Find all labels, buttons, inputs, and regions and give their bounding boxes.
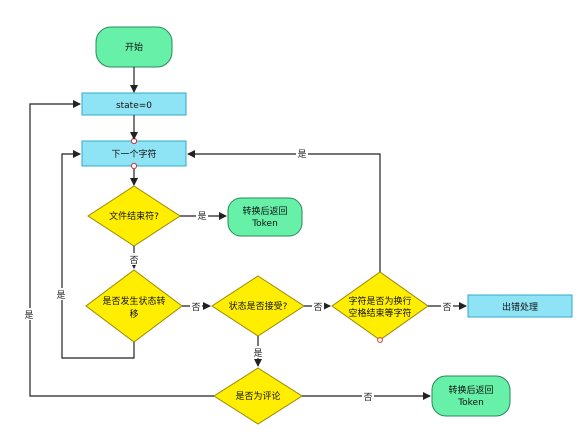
convert-return-2-line1: 转换后返回: [448, 384, 493, 396]
edge-label-accept-no: 否: [313, 302, 322, 313]
error-node: 出错处理: [467, 294, 573, 318]
start-node: 开始: [95, 26, 173, 68]
char-check-line1: 字符是否为换行: [348, 295, 411, 307]
is-comment-label: 是否为评论: [235, 390, 280, 402]
state-accept-label: 状态是否接受?: [229, 300, 288, 312]
edge-comment-yes: [29, 100, 214, 397]
state-transition-line1: 是否发生状态转: [102, 295, 165, 307]
is-comment-decision: 是否为评论: [213, 367, 303, 425]
start-label: 开始: [125, 41, 143, 53]
state-transition-decision: 是否发生状态转 移: [85, 269, 183, 343]
state-accept-decision: 状态是否接受?: [211, 275, 305, 337]
convert-return-1-line2: Token: [251, 219, 278, 229]
edge-label-comment-yes: 是: [24, 310, 33, 321]
edge-label-accept-yes: 是: [253, 348, 262, 359]
state-init-node: state=0: [81, 92, 187, 116]
state-transition-line2: 移: [129, 308, 138, 320]
edge-label-charcheck-no: 否: [442, 302, 451, 313]
next-char-label: 下一个字符: [111, 148, 156, 160]
edge-label-fileend-yes: 是: [197, 211, 206, 222]
edge-label-transition-no: 否: [191, 302, 200, 313]
edge-label-charcheck-yes: 是: [297, 149, 306, 160]
state-init-label: state=0: [116, 101, 152, 111]
file-end-label: 文件结束符?: [109, 210, 159, 222]
char-check-decision: 字符是否为换行 空格结束等字符: [331, 271, 429, 343]
convert-return-node-2: 转换后返回 Token: [431, 375, 511, 417]
file-end-decision: 文件结束符?: [87, 185, 181, 247]
convert-return-2-line2: Token: [457, 398, 484, 408]
convert-return-1-line1: 转换后返回: [242, 205, 287, 217]
char-check-line2: 空格结束等字符: [348, 307, 411, 319]
edge-transition-yes: [61, 150, 135, 359]
error-label: 出错处理: [502, 301, 538, 313]
next-char-node: 下一个字符: [81, 137, 187, 170]
edge-label-transition-yes: 是: [56, 290, 65, 301]
edge-label-fileend-no: 否: [129, 255, 138, 266]
convert-return-node-1: 转换后返回 Token: [227, 197, 303, 237]
edge-charcheck-yes: [187, 150, 381, 272]
edge-label-comment-no: 否: [363, 392, 372, 403]
